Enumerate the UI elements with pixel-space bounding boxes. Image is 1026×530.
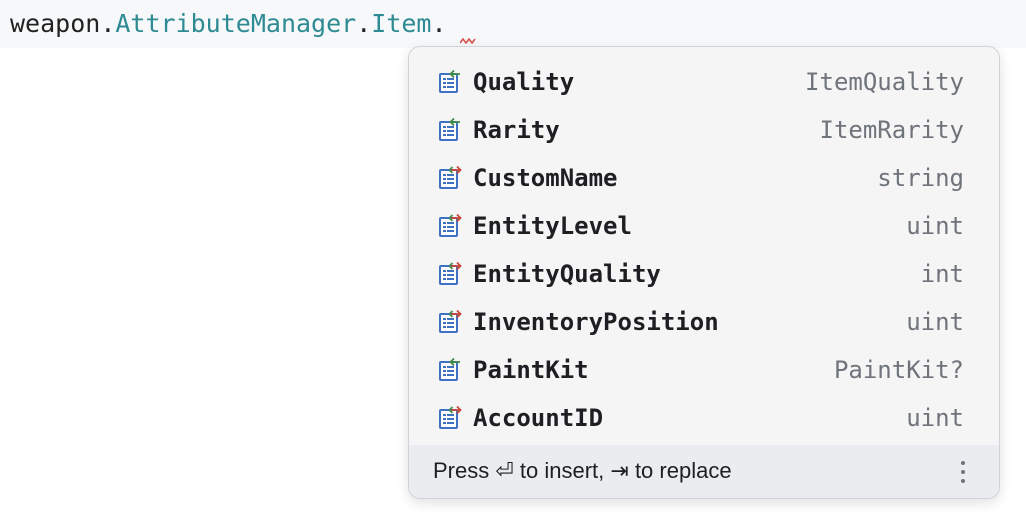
- completion-item-name: PaintKit: [473, 356, 589, 384]
- completion-item[interactable]: AccountID uint: [409, 394, 999, 442]
- code-member-item: Item: [371, 9, 432, 38]
- more-options-icon[interactable]: [955, 457, 971, 487]
- completion-item-name: Rarity: [473, 116, 560, 144]
- footer-hint-replace: to replace: [628, 458, 732, 483]
- completion-item[interactable]: CustomName string: [409, 154, 999, 202]
- completion-item-type: PaintKit?: [833, 356, 964, 384]
- completion-item-name: EntityLevel: [473, 212, 632, 240]
- completion-item[interactable]: Rarity ItemRarity: [409, 106, 999, 154]
- completion-item-name: CustomName: [473, 164, 618, 192]
- completion-item-type: uint: [906, 404, 964, 432]
- completion-item[interactable]: EntityQuality int: [409, 250, 999, 298]
- completion-item-type: uint: [906, 308, 964, 336]
- completion-footer: Press ⏎ to insert, ⇥ to replace: [409, 445, 999, 498]
- code-dot: .: [356, 9, 372, 38]
- completion-item-type: ItemQuality: [805, 68, 964, 96]
- completion-item[interactable]: InventoryPosition uint: [409, 298, 999, 346]
- completion-item-name: InventoryPosition: [473, 308, 719, 336]
- completion-item[interactable]: PaintKit PaintKit?: [409, 346, 999, 394]
- property-readonly-icon: [439, 357, 460, 381]
- property-readwrite-icon: [439, 165, 462, 189]
- completion-item[interactable]: EntityLevel uint: [409, 202, 999, 250]
- property-readwrite-icon: [439, 213, 462, 237]
- footer-hint-press: Press: [433, 458, 496, 483]
- tab-key-icon: ⇥: [610, 458, 629, 483]
- property-readwrite-icon: [439, 261, 462, 285]
- property-readwrite-icon: [439, 405, 462, 429]
- completion-item-type: int: [920, 260, 964, 288]
- code-dot: .: [100, 9, 116, 38]
- footer-hint: Press ⏎ to insert, ⇥ to replace: [433, 455, 732, 487]
- code-receiver: weapon: [10, 9, 101, 38]
- completion-item-name: Quality: [473, 68, 575, 96]
- completion-item-type: ItemRarity: [819, 116, 965, 144]
- completion-item[interactable]: Quality ItemQuality: [409, 58, 999, 106]
- editor-current-line[interactable]: weapon.AttributeManager.Item.: [0, 0, 1026, 48]
- property-readonly-icon: [439, 69, 460, 93]
- property-readonly-icon: [439, 117, 460, 141]
- code-member-attribute-manager: AttributeManager: [115, 9, 357, 38]
- completion-item-type: string: [877, 164, 964, 192]
- completion-item-name: AccountID: [473, 404, 604, 432]
- footer-hint-insert: to insert,: [513, 458, 611, 483]
- code-expression[interactable]: weapon.AttributeManager.Item.: [10, 8, 447, 40]
- error-squiggle-icon: [460, 38, 476, 44]
- enter-key-icon: ⏎: [495, 458, 514, 483]
- completion-item-type: uint: [906, 212, 964, 240]
- code-dot: .: [431, 9, 447, 38]
- completion-item-name: EntityQuality: [473, 260, 661, 288]
- property-readwrite-icon: [439, 309, 462, 333]
